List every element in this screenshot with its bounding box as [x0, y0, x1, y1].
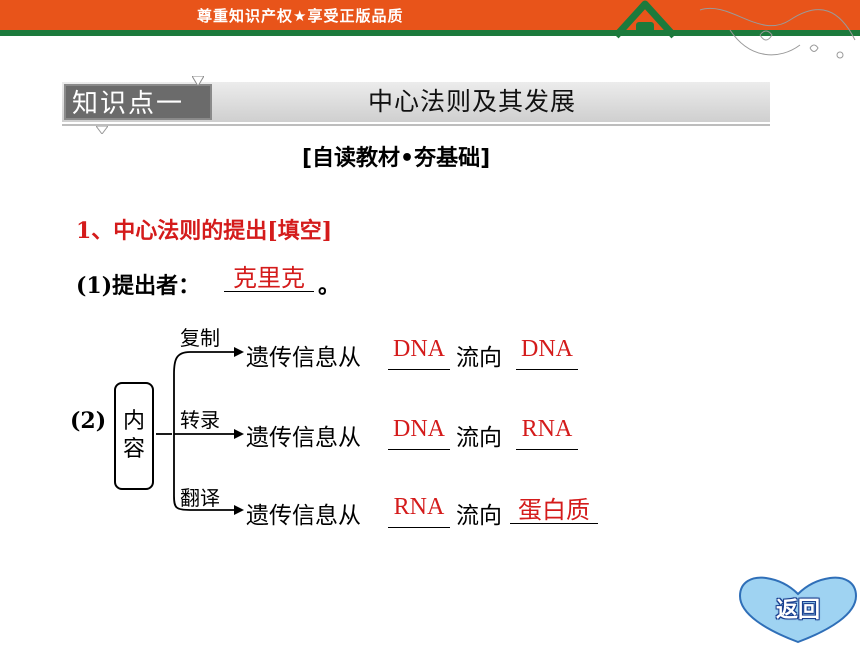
row-3-mid: 流向: [456, 503, 502, 529]
content-box-text: 内容: [122, 409, 145, 462]
row-2-from-blank: DNA: [388, 416, 450, 450]
publisher-logo-icon: [613, 0, 677, 39]
row-3-from-answer: RNA: [393, 494, 445, 520]
row-2-lead: 遗传信息从: [246, 425, 361, 451]
section-header-underline: [62, 124, 770, 126]
row-1-from-answer: DNA: [393, 336, 445, 362]
row-3-from-blank: RNA: [388, 494, 450, 528]
row-3-lead: 遗传信息从: [246, 503, 361, 529]
section-subtitle: [自读教材•夯基础]: [302, 146, 491, 171]
tag-corner-triangle-icon: [192, 76, 204, 86]
heart-button-icon: [738, 576, 858, 644]
row-1-to-blank: DNA: [516, 336, 578, 370]
row-1-lead: 遗传信息从: [246, 345, 361, 371]
decorative-swirl-icon: [699, 7, 856, 59]
row-1-mid: 流向: [456, 345, 502, 371]
knowledge-point-tag: 知识点一: [64, 84, 212, 120]
row-2-to-answer: RNA: [521, 416, 573, 442]
section-title: 中心法则及其发展: [368, 87, 577, 116]
tag-tail-triangle-icon: [96, 126, 108, 134]
banner-orange-strip: [0, 0, 860, 30]
row-1-from-blank: DNA: [388, 336, 450, 370]
item-2-prefix: (1)提出者：: [76, 273, 201, 299]
top-banner: 尊重知识产权★享受正版品质: [0, 0, 860, 59]
content-box: 内容: [114, 382, 154, 490]
row-2-mid: 流向: [456, 425, 502, 451]
process-label-transcription: 转录: [180, 408, 220, 432]
item-2-suffix: 。: [318, 273, 341, 299]
item-3-label: (2): [70, 408, 107, 434]
row-1-to-answer: DNA: [521, 336, 573, 362]
proposer-blank: 克里克: [224, 258, 314, 292]
row-2-to-blank: RNA: [516, 416, 578, 450]
item-1-heading: 1、中心法则的提出[填空]: [76, 218, 333, 244]
process-label-translation: 翻译: [180, 486, 220, 510]
row-2-from-answer: DNA: [393, 416, 445, 442]
section-header: 知识点一 中心法则及其发展: [62, 76, 770, 134]
proposer-answer: 克里克: [233, 264, 305, 292]
banner-green-line: [0, 30, 860, 36]
process-label-replication: 复制: [180, 326, 220, 350]
back-button-label: 返回: [775, 598, 820, 623]
row-3-to-answer: 蛋白质: [518, 498, 590, 524]
row-3-to-blank: 蛋白质: [510, 490, 598, 524]
back-button[interactable]: 返回: [736, 574, 860, 645]
banner-text: 尊重知识产权★享受正版品质: [197, 7, 404, 25]
branch-brace-diagram: [156, 347, 244, 515]
